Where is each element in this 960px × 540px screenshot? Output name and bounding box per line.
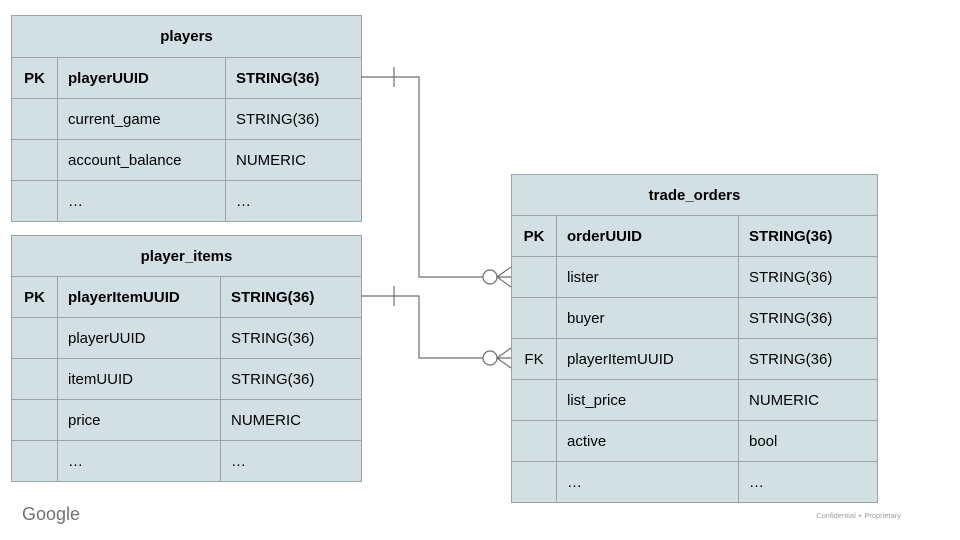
key-cell: PK: [511, 215, 557, 257]
cardinality-zero-circle: [482, 350, 498, 366]
key-cell: [511, 256, 557, 298]
field-name-cell: account_balance: [57, 139, 226, 181]
key-cell: [11, 180, 58, 222]
key-cell: PK: [11, 57, 58, 99]
relationship-player-items-to-trade-orders: [361, 286, 512, 369]
field-type-cell: STRING(36): [219, 276, 363, 318]
field-name-cell: …: [556, 461, 739, 503]
field-name-cell: …: [57, 180, 226, 222]
table-row: current_game STRING(36): [11, 98, 363, 140]
table-row: price NUMERIC: [11, 399, 363, 441]
trade-orders-table-title: trade_orders: [511, 174, 878, 216]
field-type-cell: STRING(36): [224, 57, 363, 99]
field-name-cell: orderUUID: [556, 215, 739, 257]
table-row: lister STRING(36): [511, 256, 878, 298]
key-cell: PK: [11, 276, 58, 318]
player-items-table: player_items PK playerItemUUID STRING(36…: [10, 235, 363, 482]
key-cell: FK: [511, 338, 557, 380]
google-logo: Google: [22, 504, 81, 524]
field-type-cell: STRING(36): [219, 317, 363, 359]
table-row: … …: [511, 461, 878, 503]
key-cell: [511, 420, 557, 462]
table-row: FK playerItemUUID STRING(36): [511, 338, 878, 380]
field-name-cell: …: [57, 440, 221, 482]
field-name-cell: lister: [556, 256, 739, 298]
key-cell: [511, 379, 557, 421]
key-cell: [11, 317, 58, 359]
table-row: PK orderUUID STRING(36): [511, 215, 878, 257]
table-row: PK playerUUID STRING(36): [11, 57, 363, 99]
players-table-title: players: [10, 15, 363, 58]
field-type-cell: STRING(36): [738, 297, 878, 339]
table-row: … …: [11, 440, 363, 482]
table-row: account_balance NUMERIC: [11, 139, 363, 181]
table-header-row: players: [10, 15, 363, 58]
field-type-cell: …: [224, 180, 363, 222]
confidential-note: Confidential + Proprietary: [816, 511, 901, 520]
key-cell: [11, 399, 58, 441]
field-type-cell: bool: [738, 420, 878, 462]
key-cell: [11, 139, 58, 181]
table-header-row: trade_orders: [511, 174, 878, 216]
key-cell: [11, 358, 58, 400]
field-type-cell: STRING(36): [219, 358, 363, 400]
key-cell: [11, 98, 58, 140]
key-cell: [511, 297, 557, 339]
field-type-cell: STRING(36): [224, 98, 363, 140]
field-name-cell: playerUUID: [57, 317, 221, 359]
field-name-cell: playerItemUUID: [57, 276, 221, 318]
table-row: buyer STRING(36): [511, 297, 878, 339]
key-cell: [511, 461, 557, 503]
field-type-cell: NUMERIC: [219, 399, 363, 441]
field-name-cell: active: [556, 420, 739, 462]
relationship-line: [361, 76, 483, 278]
field-type-cell: STRING(36): [738, 338, 878, 380]
table-row: playerUUID STRING(36): [11, 317, 363, 359]
player-items-table-title: player_items: [10, 235, 363, 277]
field-name-cell: playerItemUUID: [556, 338, 739, 380]
players-table: players PK playerUUID STRING(36) current…: [10, 15, 363, 222]
table-row: … …: [11, 180, 363, 222]
cardinality-zero-circle: [482, 269, 498, 285]
table-header-row: player_items: [10, 235, 363, 277]
field-name-cell: buyer: [556, 297, 739, 339]
field-name-cell: itemUUID: [57, 358, 221, 400]
relationship-line: [361, 295, 483, 359]
field-type-cell: STRING(36): [738, 215, 878, 257]
field-name-cell: list_price: [556, 379, 739, 421]
table-row: itemUUID STRING(36): [11, 358, 363, 400]
table-row: PK playerItemUUID STRING(36): [11, 276, 363, 318]
table-row: active bool: [511, 420, 878, 462]
field-name-cell: current_game: [57, 98, 226, 140]
crows-foot-many-icon: [495, 266, 512, 288]
field-type-cell: STRING(36): [738, 256, 878, 298]
field-type-cell: NUMERIC: [738, 379, 878, 421]
field-type-cell: NUMERIC: [224, 139, 363, 181]
key-cell: [11, 440, 58, 482]
relationship-players-to-trade-orders: [361, 67, 512, 288]
field-type-cell: …: [738, 461, 878, 503]
field-name-cell: price: [57, 399, 221, 441]
field-name-cell: playerUUID: [57, 57, 226, 99]
table-row: list_price NUMERIC: [511, 379, 878, 421]
trade-orders-table: trade_orders PK orderUUID STRING(36) lis…: [511, 174, 878, 503]
crows-foot-many-icon: [495, 347, 512, 369]
field-type-cell: …: [219, 440, 363, 482]
